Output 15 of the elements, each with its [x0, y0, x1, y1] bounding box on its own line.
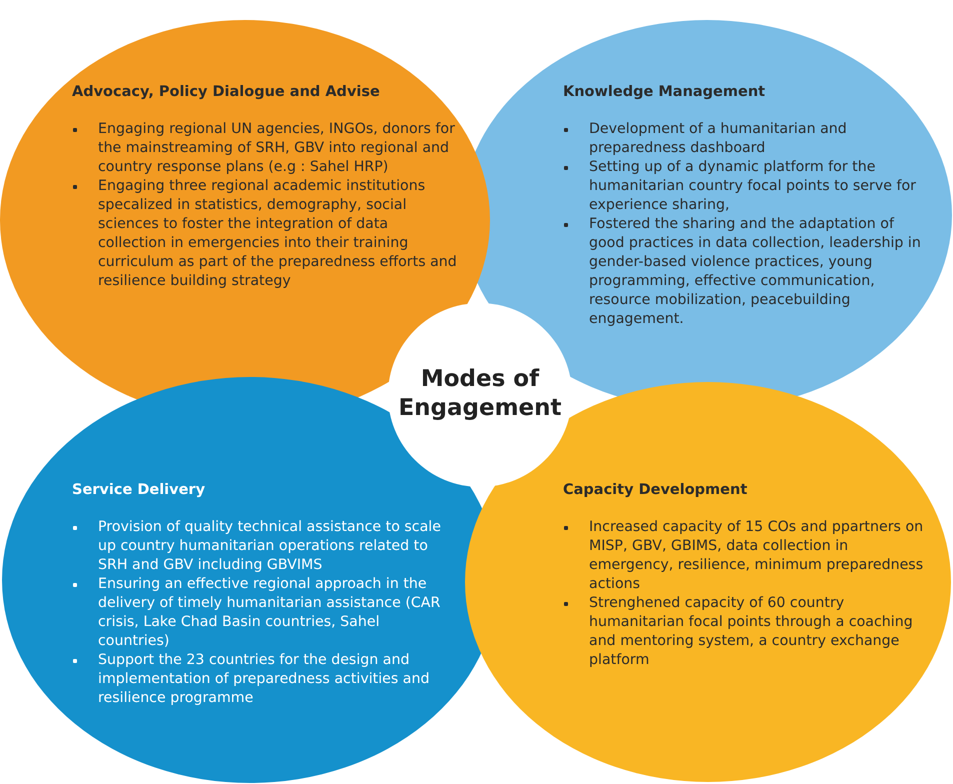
- panel-heading: Capacity Development: [563, 481, 748, 499]
- bullet-text: Development of a humanitarian and preparedness dashboard: [589, 120, 931, 158]
- bullet-text: Strenghened capacity of 60 country humanitarian focal points through a coaching and mentoring system, a country exchange platform: [589, 594, 933, 670]
- bullet-text: Fostered the sharing and the adaptation of good practices in data collection, leadership in gender-based violence practices, young programming, effective communication, resource mobilization, peacebuilding engagement.: [589, 215, 931, 329]
- panel-heading: Service Delivery: [72, 481, 206, 499]
- bullet-text: Ensuring an effective regional approach in the delivery of timely humanitarian assistance (CAR crisis, Lake Chad Basin countries, Sahel countries): [98, 575, 452, 651]
- bullet-text: Increased capacity of 15 COs and ppartners on MISP, GBV, GBIMS, data collection in emergency, resilience, minimum preparedness actions: [589, 518, 933, 594]
- panel-heading: Advocacy, Policy Dialogue and Advise: [72, 83, 381, 101]
- bullet-text: Setting up of a dynamic platform for the humanitarian country focal points to serve for experience sharing,: [589, 158, 931, 215]
- bullet-text: Provision of quality technical assistance to scale up country humanitarian operations related to SRH and GBV including GBVIMS: [98, 518, 452, 575]
- bullet-text: Engaging three regional academic institutions specalized in statistics, demography, social sciences to foster the integration of data collection in emergencies into their training curriculum as part of the preparedness efforts and resilience building strategy: [98, 177, 457, 291]
- center-title: Modes of Engagement: [397, 365, 563, 423]
- panel-heading: Knowledge Management: [563, 83, 766, 101]
- bullet-text: Support the 23 countries for the design and implementation of preparedness activities and resilience programme: [98, 651, 452, 708]
- bullet-text: Engaging regional UN agencies, INGOs, donors for the mainstreaming of SRH, GBV into regional and country response plans (e.g : Sahel HRP): [98, 120, 457, 177]
